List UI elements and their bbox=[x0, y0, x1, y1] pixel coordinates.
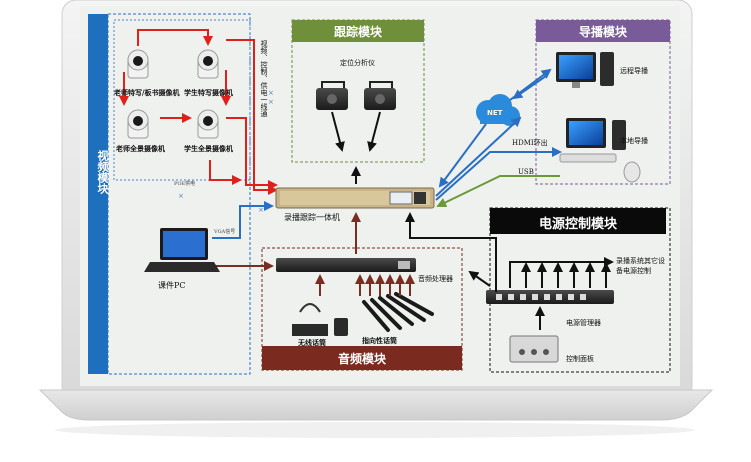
label-student-closeup-camera: 学生特写摄像机 bbox=[184, 88, 233, 97]
locator-links bbox=[331, 111, 381, 152]
course-pc-laptop bbox=[144, 228, 220, 272]
svg-text:×: × bbox=[258, 206, 264, 214]
svg-text:×: × bbox=[178, 192, 184, 200]
local-director-computer bbox=[559, 118, 641, 183]
label-student-panorama-camera: 学生全景摄像机 bbox=[184, 144, 233, 153]
svg-text:×: × bbox=[268, 98, 274, 106]
label-recorder: 录播跟踪一体机 bbox=[284, 213, 340, 222]
label-remote-director: 远程导播 bbox=[620, 67, 648, 75]
power-output-arrows bbox=[405, 212, 614, 330]
power-module-header bbox=[490, 208, 666, 234]
label-poe-power: POE供电 bbox=[174, 181, 196, 187]
label-directional-mic: 指向性话筒 bbox=[362, 336, 397, 345]
video-module-border bbox=[107, 13, 251, 375]
control-panel-device bbox=[509, 335, 559, 363]
label-net: NET bbox=[487, 109, 503, 117]
video-module-title: 视频模块 bbox=[96, 150, 109, 194]
camera-teacher-closeup bbox=[127, 49, 149, 79]
recorder-device bbox=[275, 187, 435, 209]
x-markers: × × × × bbox=[178, 89, 274, 214]
label-audio-processor: 音频处理器 bbox=[418, 275, 453, 283]
power-module-title: 电源控制模块 bbox=[538, 217, 617, 232]
vga-link bbox=[212, 201, 274, 239]
audio-links bbox=[210, 212, 415, 296]
monitor-shadow bbox=[55, 422, 695, 438]
label-teacher-closeup-camera: 老师特写/板书摄像机 bbox=[114, 88, 180, 97]
power-manager-device bbox=[486, 290, 614, 304]
label-power-manager: 电源管理器 bbox=[566, 319, 601, 327]
camera-student-closeup bbox=[197, 49, 219, 79]
label-usb: USB bbox=[518, 168, 534, 176]
locator-device-left bbox=[316, 81, 348, 110]
directing-module-header bbox=[536, 20, 670, 42]
label-teacher-panorama-camera: 老师全景摄像机 bbox=[116, 144, 165, 153]
remote-director-computer bbox=[556, 52, 614, 88]
directing-module-title: 导播模块 bbox=[578, 25, 627, 39]
wireless-mic-set bbox=[292, 303, 348, 336]
label-hdmi-loop: HDMI环出 bbox=[512, 139, 548, 147]
camera-group-border bbox=[113, 19, 251, 181]
label-other-power: 录播系统其它设备电源控制 bbox=[616, 257, 665, 275]
audio-module-title: 音频模块 bbox=[337, 352, 386, 366]
camera-teacher-panorama bbox=[127, 109, 149, 139]
label-cable-note: 视频、控制、供电一线通 bbox=[260, 40, 268, 117]
tracking-module-header bbox=[292, 20, 424, 42]
audio-processor-device bbox=[276, 258, 416, 272]
label-local-director: 本地导播 bbox=[620, 137, 648, 145]
label-vga-signal: VGA信号 bbox=[214, 229, 236, 235]
label-wireless-mic: 无线话筒 bbox=[298, 338, 326, 347]
camera-student-panorama bbox=[197, 109, 219, 139]
svg-text:×: × bbox=[268, 89, 274, 97]
label-control-panel: 控制面板 bbox=[566, 355, 594, 363]
tracking-module-title: 跟踪模块 bbox=[333, 25, 382, 39]
monitor-base bbox=[38, 389, 714, 421]
recorder-links bbox=[351, 68, 562, 208]
label-locator: 定位分析仪 bbox=[340, 59, 375, 67]
locator-device-right bbox=[364, 81, 396, 110]
audio-module-header bbox=[262, 346, 462, 370]
directional-mics bbox=[362, 292, 434, 332]
label-course-pc: 课件PC bbox=[158, 281, 186, 290]
video-module-bar bbox=[88, 14, 108, 374]
camera-link-lines bbox=[119, 29, 278, 195]
